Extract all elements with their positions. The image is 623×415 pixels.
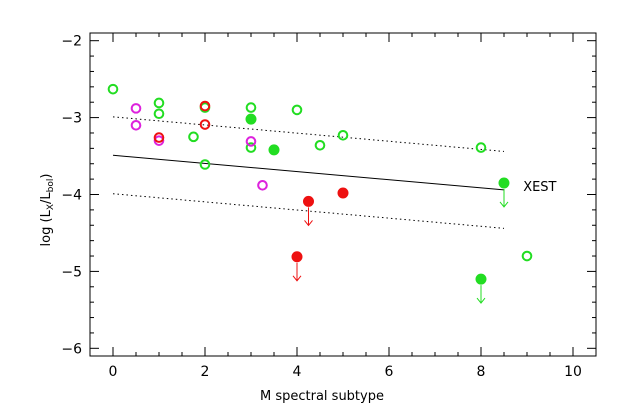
open-circle-point: [245, 142, 257, 153]
open-circle-point: [188, 131, 199, 143]
x-tick-label: 6: [385, 364, 394, 380]
open-circle-point: [153, 97, 165, 109]
upper-limit-arrow-head: [476, 297, 486, 304]
open-circle-point: [245, 136, 257, 147]
reference-lines: [112, 116, 505, 229]
y-axis-label-mid: /L: [39, 192, 54, 204]
y-axis-label-sub1: X: [46, 204, 56, 210]
upper-limit-point: [303, 195, 314, 207]
y-axis-label-sub2: bol: [46, 179, 56, 193]
data-points: [107, 83, 533, 304]
y-tick-label: −3: [61, 111, 82, 127]
solid-fit-line: [112, 154, 505, 191]
x-axis-label: M spectral subtype: [260, 389, 384, 404]
y-tick-label: −4: [61, 188, 82, 204]
x-tick-label: 0: [109, 364, 118, 380]
upper-limit-point: [475, 273, 487, 285]
open-circle-point: [245, 102, 257, 113]
y-tick-label: −2: [61, 34, 82, 50]
y-axis-label: log (LX/Lbol): [39, 174, 56, 247]
filled-circle-point: [245, 113, 257, 125]
upper-limit-point: [498, 177, 510, 189]
upper-limit-arrow-head: [292, 275, 302, 282]
open-circle-point: [337, 129, 349, 141]
open-circle-point: [199, 159, 211, 170]
x-tick-label: 10: [564, 364, 582, 380]
open-circle-point: [130, 103, 142, 114]
upper-limit-point: [291, 251, 303, 263]
dotted-boundary-line: [112, 116, 505, 152]
filled-circle-point: [337, 187, 349, 199]
open-circle-point: [199, 100, 211, 112]
y-tick-label: −5: [61, 264, 82, 280]
open-circle-point: [199, 119, 211, 130]
xest-annotation: XEST: [523, 180, 556, 195]
x-tick-label: 2: [201, 364, 210, 380]
open-circle-point: [153, 132, 165, 143]
open-circle-point: [257, 179, 268, 191]
open-circle-point: [521, 250, 533, 262]
y-tick-labels: −6 −5 −4 −3 −2: [61, 34, 82, 358]
y-axis-label-main: log (L: [39, 209, 54, 246]
y-axis-label-end: ): [39, 174, 54, 179]
open-circle-point: [314, 139, 326, 151]
upper-limit-arrow-head: [304, 220, 313, 227]
upper-limit-arrow-head: [499, 201, 509, 208]
y-tick-label: −6: [61, 341, 82, 357]
open-circle-point: [153, 108, 165, 120]
x-tick-label: 8: [477, 364, 486, 380]
open-circle-point: [130, 119, 142, 131]
annotations: XEST: [523, 180, 556, 195]
filled-circle-point: [268, 144, 280, 156]
open-circle-point: [475, 142, 487, 153]
x-tick-label: 4: [293, 364, 302, 380]
open-circle-point: [107, 83, 119, 95]
x-tick-labels: 0 2 4 6 8 10: [109, 364, 582, 380]
open-circle-point: [291, 104, 303, 116]
axis-ticks: [89, 33, 597, 356]
